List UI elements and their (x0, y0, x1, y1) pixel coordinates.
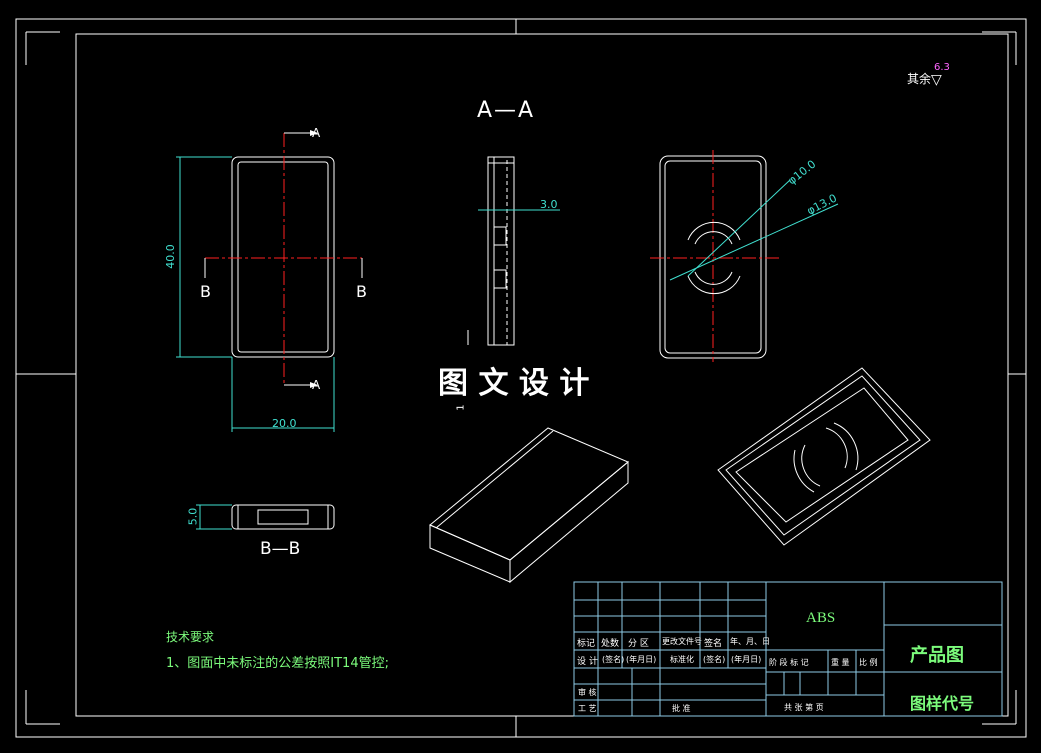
watermark: 图 文 设 计 (438, 366, 590, 401)
tb-process: 工 艺 (578, 704, 597, 713)
drawing-code: 图样代号 (910, 694, 975, 713)
tb-review: 审 核 (578, 688, 597, 697)
dim-thickness: 5.0 (186, 507, 200, 526)
section-aa-title: A—A (477, 98, 536, 123)
front-view (176, 130, 363, 432)
tb-row1-c4: 更改文件号 (662, 637, 702, 646)
dim-width: 20.0 (272, 417, 297, 430)
isometric-tray-view (717, 367, 931, 546)
tb-weight-label: 重 量 (831, 658, 850, 667)
tb-row1-c5: 签名 (704, 639, 723, 649)
section-aa-view (467, 156, 560, 346)
tb-row1-c6: 年、月、日 (730, 637, 770, 646)
surface-other-label: 其余 (907, 72, 932, 86)
tb-row1-c2: 处数 (601, 639, 620, 649)
cut-label-b-left: B (200, 282, 211, 301)
top-view (650, 150, 839, 362)
cut-label-a-bottom: A (312, 378, 321, 392)
tb-row2-c1: 设 计 (577, 657, 598, 667)
dim-height: 40.0 (163, 244, 177, 269)
material-label: ABS (806, 610, 836, 626)
notes-heading: 技术要求 (166, 630, 215, 644)
cut-label-b-right: B (356, 282, 367, 301)
tb-row1-c1: 标记 (577, 639, 596, 649)
tb-row2-c3: (年月日) (626, 655, 657, 664)
surface-roughness-value: 6.3 (934, 62, 950, 73)
tb-approve: 批 准 (672, 704, 691, 713)
tb-row2-c4: 标准化 (670, 655, 694, 664)
isometric-solid-view (429, 427, 629, 584)
tb-row2-c6: (年月日) (731, 655, 762, 664)
roughness-icon: ▽ (931, 72, 942, 88)
tb-scale-label: 比 例 (859, 658, 878, 667)
tb-sheets: 共 张 第 页 (784, 703, 824, 712)
sheet-border (15, 18, 1027, 738)
title-block (573, 581, 1003, 717)
notes-line1: 1、图面中未标注的公差按照IT14管控; (166, 656, 389, 671)
stray-mark: 1 (455, 404, 467, 411)
tb-row2-c5: (签名) (703, 655, 726, 664)
cut-label-a-top: A (312, 126, 321, 140)
section-bb-title: B—B (260, 539, 301, 559)
tb-row1-c3: 分 区 (628, 639, 649, 649)
tb-stage-label: 阶 段 标 记 (769, 658, 809, 667)
section-bb-view (196, 504, 335, 530)
drawing-name: 产品图 (910, 645, 964, 666)
dim-wall: 3.0 (540, 198, 558, 211)
tb-row2-c2: (签名) (602, 655, 625, 664)
